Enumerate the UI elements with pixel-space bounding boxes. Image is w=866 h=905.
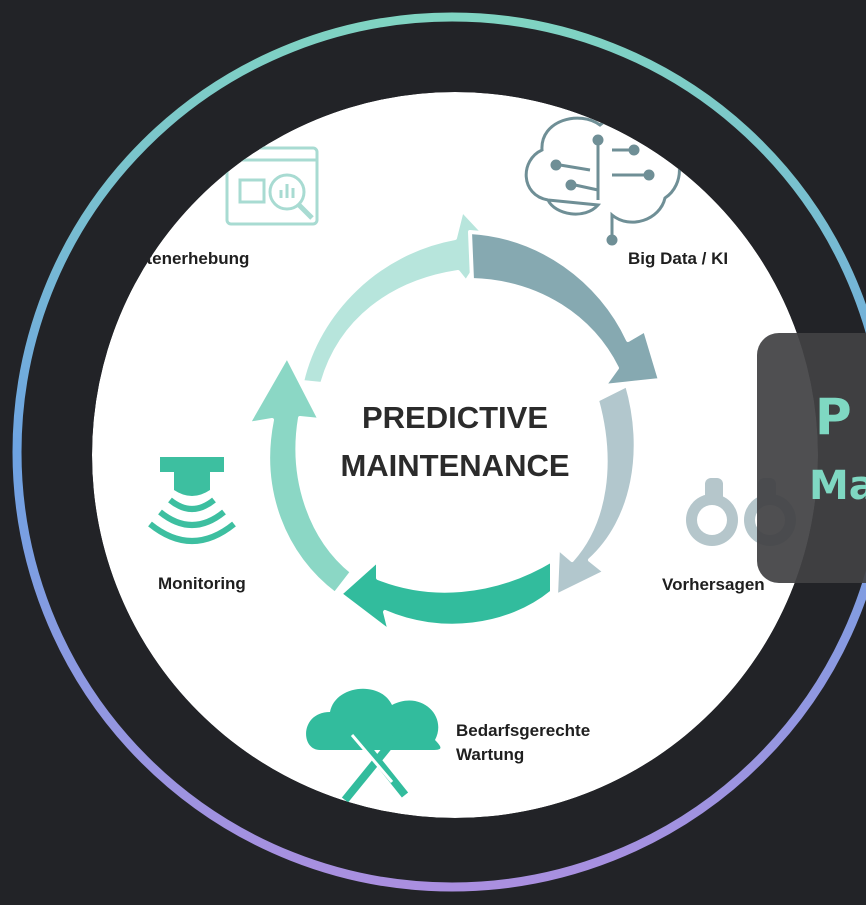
brain-circuit-icon [524,115,681,246]
overlay-title: P [815,388,852,446]
arrow-bigdata [468,230,662,388]
center-title-line1: PREDICTIVE [362,400,548,435]
center-title-line2: MAINTENANCE [340,448,569,483]
label-wartung-line2: Wartung [456,745,524,764]
title-overlay-card: P Ma [757,333,866,583]
label-big-data: Big Data / KI [628,249,728,268]
arrow-wartung [338,558,554,634]
label-datenerhebung: atenerhebung [137,249,249,268]
overlay-subtitle: Ma [809,463,866,509]
arrow-vorhersagen [554,383,638,598]
sensor-signal-icon [148,457,236,544]
outer-gradient-ring [12,12,866,892]
label-wartung-line1: Bedarfsgerechte [456,721,590,740]
cycle-arrows [246,208,662,634]
cloud-tools-icon [306,688,441,803]
white-disc [92,92,818,818]
label-monitoring: Monitoring [158,574,246,593]
arrow-monitoring [246,354,354,596]
label-vorhersagen: Vorhersagen [662,575,765,594]
